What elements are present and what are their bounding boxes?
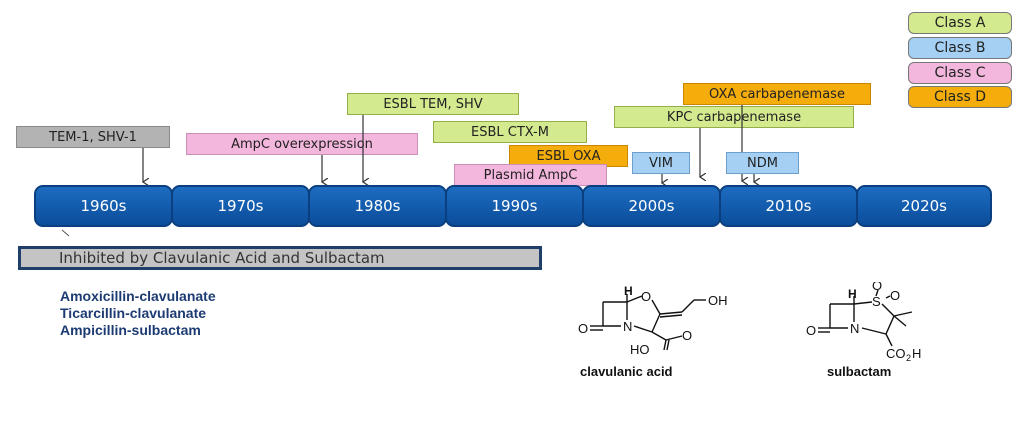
atom-label: CO — [886, 346, 906, 361]
atom-label: O — [806, 323, 816, 338]
legend-class-c: Class C — [908, 62, 1012, 84]
atom-label: O — [641, 289, 651, 304]
decade-2020s: 2020s — [856, 185, 992, 227]
decade-1980s: 1980s — [308, 185, 447, 227]
drug-amoxicillin-clavulanate: Amoxicillin-clavulanate — [60, 288, 216, 304]
arrow-inhibit-hook — [61, 229, 70, 237]
tag-esbl-tem-shv: ESBL TEM, SHV — [347, 93, 519, 115]
clavulanic-acid-label: clavulanic acid — [580, 364, 673, 379]
atom-label: N — [623, 319, 632, 334]
atom-label: O — [578, 321, 588, 336]
decade-2000s: 2000s — [582, 185, 721, 227]
atom-label: S — [872, 294, 881, 309]
tag-esbl-ctx-m: ESBL CTX-M — [433, 121, 587, 143]
decade-1960s: 1960s — [34, 185, 173, 227]
decade-1970s: 1970s — [171, 185, 310, 227]
decade-2010s: 2010s — [719, 185, 858, 227]
sulbactam-label: sulbactam — [827, 364, 892, 379]
atom-label: O — [872, 282, 882, 293]
atom-label: H — [848, 287, 857, 301]
drug-ticarcillin-clavulanate: Ticarcillin-clavulanate — [60, 305, 207, 321]
tag-ndm: NDM — [726, 152, 799, 174]
tag-tem1-shv1: TEM-1, SHV-1 — [16, 126, 170, 148]
inhibition-banner: Inhibited by Clavulanic Acid and Sulbact… — [18, 246, 542, 270]
clavulanic-acid-structure: H O OH O N HO O — [578, 284, 728, 357]
atom-label: O — [890, 288, 900, 303]
drug-ampicillin-sulbactam: Ampicillin-sulbactam — [60, 322, 201, 338]
decade-1990s: 1990s — [445, 185, 584, 227]
atom-label: H — [912, 346, 921, 361]
atom-label: OH — [708, 293, 728, 308]
legend-class-a: Class A — [908, 12, 1012, 34]
tag-kpc-carbapenemase: KPC carbapenemase — [614, 106, 854, 128]
tag-oxa-carbapenemase: OXA carbapenemase — [683, 83, 871, 105]
legend-class-d: Class D — [908, 86, 1012, 108]
tag-vim: VIM — [632, 152, 690, 174]
atom-label: N — [850, 321, 859, 336]
atom-label: H — [624, 284, 633, 298]
sulbactam-structure: H S O O O N CO 2 H — [806, 282, 921, 363]
atom-label: HO — [630, 342, 650, 357]
atom-label: 2 — [906, 353, 911, 363]
atom-label: O — [682, 328, 692, 343]
legend-class-b: Class B — [908, 37, 1012, 59]
tag-plasmid-ampc: Plasmid AmpC — [454, 164, 607, 186]
tag-ampc-overexpression: AmpC overexpression — [186, 133, 418, 155]
